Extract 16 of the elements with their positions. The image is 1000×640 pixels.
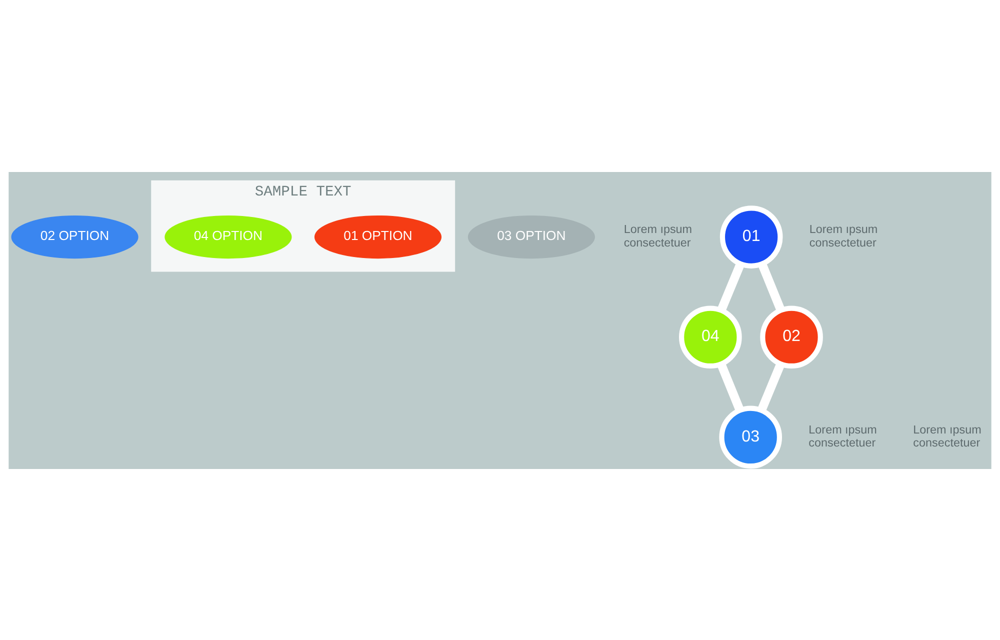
node-circle: 02 (760, 305, 823, 368)
label: Lorem ıpsum consectetuer (808, 422, 877, 450)
label: Lorem ıpsum consectetuer (809, 222, 878, 249)
connector (717, 262, 745, 312)
node-ellipse: 02 OPTION (11, 214, 138, 258)
node-circle: 01 (720, 205, 783, 268)
connector (758, 262, 785, 312)
node-circle: 03 (719, 405, 782, 468)
node-ellipse: 01 OPTION (314, 214, 442, 258)
label: Lorem ıpsum consectetuer (624, 222, 692, 249)
label: Lorem ıpsum consectetuer (913, 422, 982, 450)
node-circle: 04 (679, 305, 742, 368)
connector (717, 362, 744, 412)
node-ellipse: 03 OPTION (468, 214, 595, 258)
connector (757, 362, 785, 412)
node-ellipse: 04 OPTION (164, 214, 292, 258)
